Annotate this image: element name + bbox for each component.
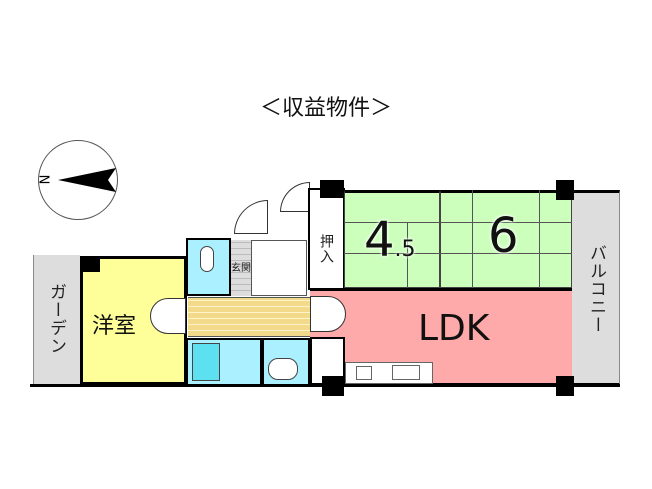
exterior-wall (30, 384, 620, 387)
column (556, 180, 574, 200)
closet-door[interactable] (280, 182, 310, 212)
entrance-label: 玄関 (231, 263, 251, 274)
closet-label: 押入 (318, 234, 334, 264)
balcony-label: バルコニー (586, 244, 606, 334)
toilet-icon (200, 246, 214, 272)
tatami-6-size: 6 (488, 208, 519, 264)
balcony (572, 190, 620, 386)
column (320, 180, 344, 198)
compass-label: N (35, 174, 51, 185)
ldk-door[interactable] (310, 296, 346, 332)
garden-label: ガーデン (46, 283, 66, 355)
compass (38, 140, 118, 220)
size-decimal: .5 (394, 237, 416, 262)
entrance-door[interactable] (234, 200, 268, 234)
tatami-lines (472, 190, 540, 288)
shoe-closet (251, 240, 307, 296)
entrance (231, 240, 251, 296)
tatami-4-5-size: 4.5 (364, 212, 416, 268)
western-room-label: 洋室 (92, 314, 137, 339)
stove-icon (356, 366, 372, 380)
washbasin-icon (268, 358, 298, 380)
sink-icon (392, 365, 420, 380)
tatami-lines (440, 222, 572, 254)
tatami-room-6 (440, 190, 572, 288)
column (80, 256, 100, 272)
ldk-label: LDK (418, 308, 490, 349)
kitchen-counter (345, 362, 433, 384)
western-door[interactable] (150, 298, 186, 334)
tatami-room-4-5 (344, 190, 440, 288)
bathtub-icon (192, 343, 220, 381)
tatami-lines (344, 222, 440, 254)
size-main: 4 (364, 212, 395, 268)
garden (33, 255, 80, 385)
north-arrow-icon (58, 168, 116, 192)
hallway (188, 297, 310, 337)
tatami-lines (407, 222, 408, 288)
plan-title: ＜収益物件＞ (259, 96, 392, 121)
